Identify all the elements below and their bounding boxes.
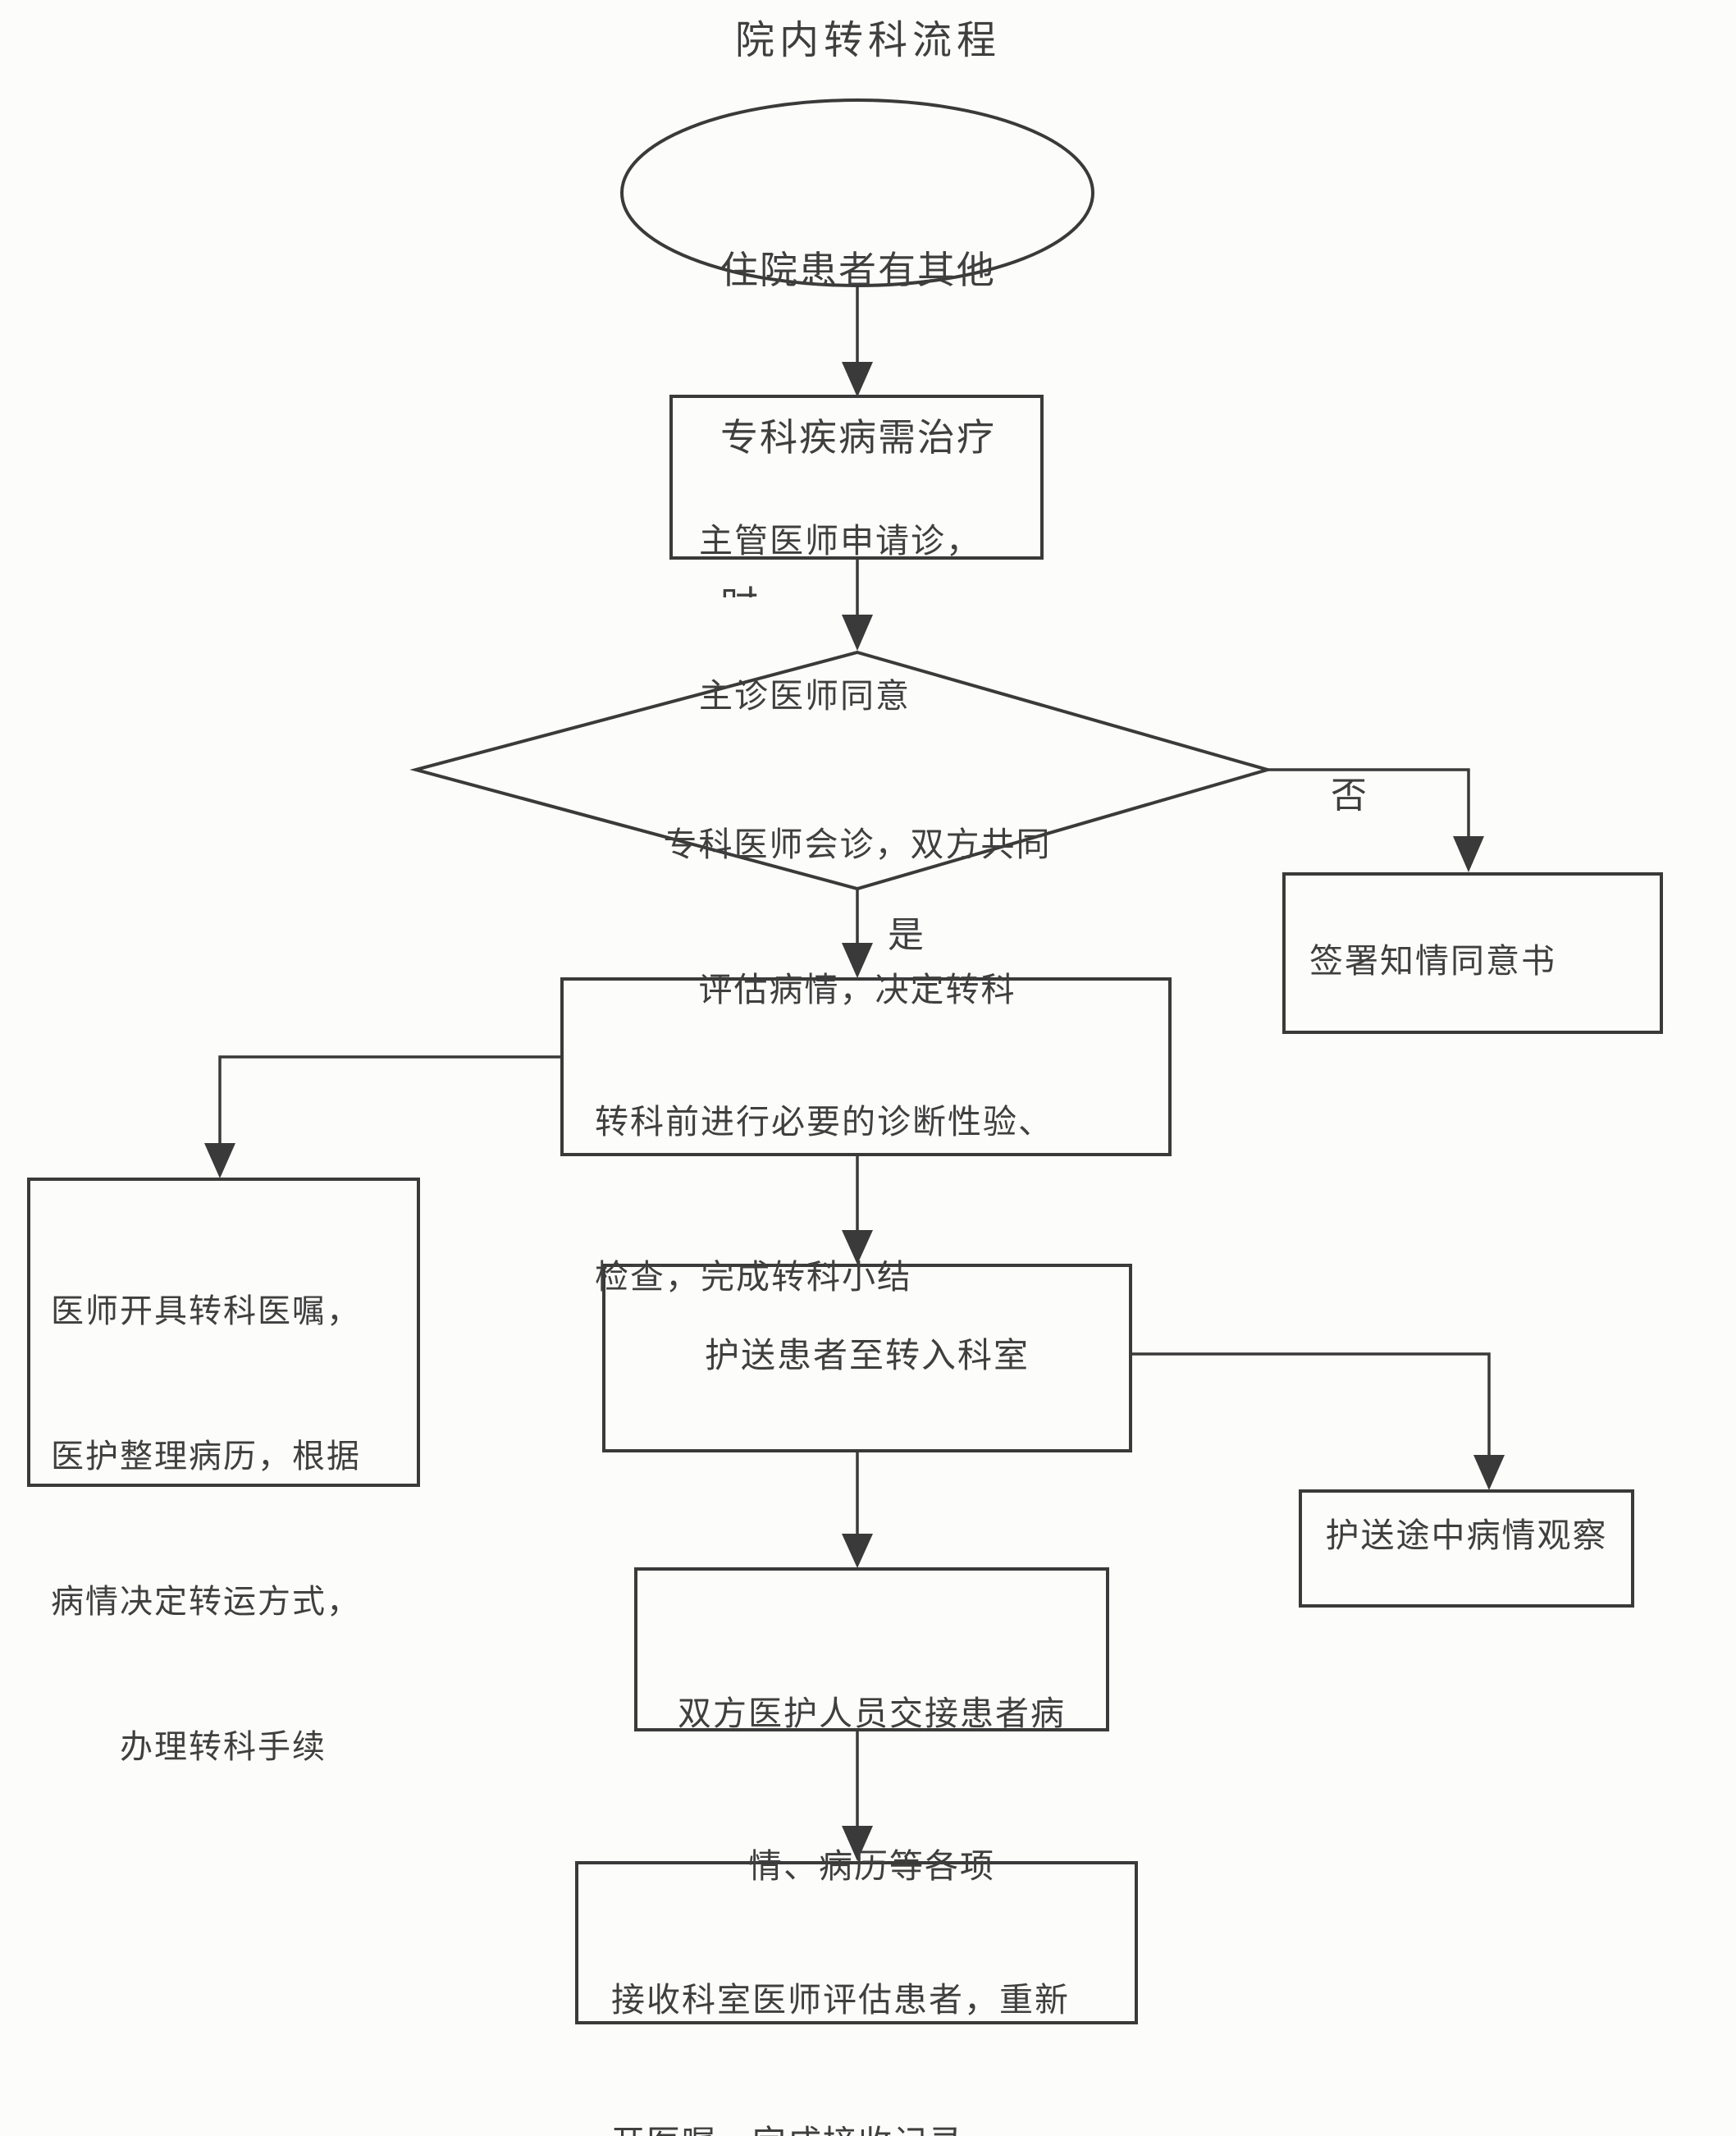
consent-node-text: 签署知情同意书 — [1309, 942, 1556, 980]
escort-box — [602, 1264, 1132, 1452]
observe-node-text: 护送途中病情观察 — [1325, 1516, 1608, 1554]
connector-decision-consent — [1268, 768, 1470, 839]
orders-node-line1: 医师开具转科医嘱， — [51, 1292, 361, 1329]
orders-node-line3: 病情决定转运方式， — [51, 1583, 361, 1620]
escort-node-text: 护送患者至转入科室 — [704, 1338, 1030, 1375]
connector-escort-observe — [1131, 1352, 1491, 1457]
arrowhead-into-observe — [1473, 1455, 1505, 1490]
prepare-node-line2: 检查，完成转科小结 — [595, 1258, 912, 1296]
receive-box — [575, 1861, 1138, 2024]
arrowhead-into-orders — [204, 1143, 235, 1178]
receive-node-line1: 接收科室医师评估患者，重新 — [611, 1981, 1070, 2019]
branch-label-yes: 是 — [888, 915, 925, 955]
arrowhead-into-escort — [842, 1230, 873, 1265]
arrowhead-into-consent — [1453, 836, 1484, 872]
arrowhead-into-handover — [842, 1534, 873, 1568]
orders-node-line2: 医护整理病历，根据 — [51, 1438, 361, 1475]
branch-label-no: 否 — [1331, 775, 1368, 816]
consent-box — [1282, 872, 1663, 1034]
page-title: 院内转科流程 — [734, 19, 1001, 62]
start-node-line2: 专科疾病需治疗 — [720, 417, 996, 459]
apply-node-line2: 主诊医师同意 — [699, 677, 911, 715]
receive-node-line2: 开医嘱，完成接收记录 — [611, 2119, 1070, 2136]
connector-prepare-orders — [218, 1055, 562, 1146]
apply-node-line1: 主管医师申请诊， — [699, 522, 981, 560]
arrowhead-into-receive — [842, 1826, 873, 1861]
decision-node-line1: 专科医师会诊，双方共同 — [663, 826, 1052, 863]
orders-node-line4: 办理转科手续 — [120, 1728, 327, 1765]
start-node-line1: 住院患者有其他 — [720, 249, 996, 291]
arrowhead-into-apply — [842, 362, 873, 397]
handover-node-line2: 情、病历等各项 — [748, 1847, 995, 1885]
handover-box — [634, 1567, 1109, 1731]
observe-box — [1299, 1489, 1634, 1608]
prepare-node-line1: 转科前进行必要的诊断性验、 — [595, 1103, 1053, 1141]
decision-node-line2: 评估病情，决定转科 — [698, 971, 1016, 1009]
arrowhead-into-decision — [842, 615, 873, 651]
arrowhead-into-prepare — [842, 943, 873, 978]
handover-node-line1: 双方医护人员交接患者病 — [678, 1695, 1066, 1732]
prepare-box — [560, 977, 1172, 1156]
orders-box — [27, 1178, 420, 1487]
start-node-clipped-char: 时 — [720, 578, 996, 597]
